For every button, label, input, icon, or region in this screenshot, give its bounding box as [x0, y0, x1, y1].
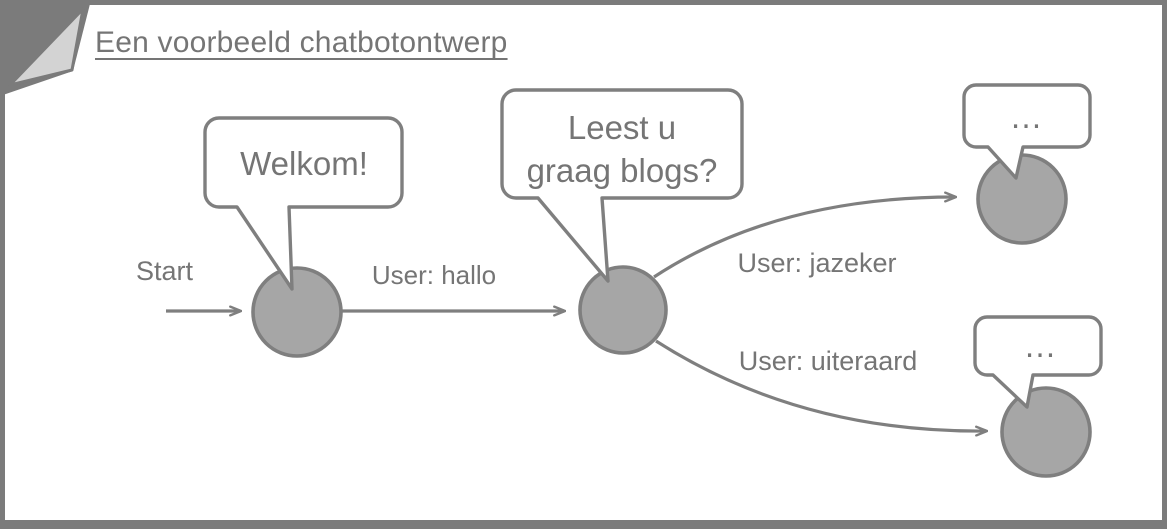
- state-jazeker: [976, 153, 1068, 245]
- speech-bubble-reply-top: [962, 83, 1092, 180]
- bubble-reply-top-text: …: [1010, 98, 1043, 135]
- page-title: Een voorbeeld chatbotontwerp: [95, 26, 508, 59]
- state-uiteraard: [1000, 386, 1092, 478]
- transition-jazeker-label: User: jazeker: [737, 248, 896, 278]
- transition-uiteraard-label: User: uiteraard: [739, 346, 918, 376]
- bubble-question-line2: graag blogs?: [527, 152, 718, 189]
- corner-fold-triangle: [8, 7, 85, 87]
- transition-uiteraard-arrow: [655, 339, 986, 431]
- transition-hallo-label: User: hallo: [372, 260, 496, 290]
- bubble-question-line1: Leest u: [568, 109, 676, 146]
- speech-bubble-question: [500, 88, 744, 283]
- start-label: Start: [136, 256, 194, 286]
- speech-bubble-welkom: [203, 116, 404, 291]
- bubble-reply-bottom-text: …: [1024, 327, 1057, 364]
- speech-bubble-reply-bottom: [973, 315, 1103, 409]
- state-start: [251, 266, 343, 358]
- folded-corner-icon: [0, 0, 91, 96]
- transition-jazeker-arrow: [653, 197, 955, 279]
- state-question: [578, 265, 668, 355]
- bubble-welkom-text: Welkom!: [240, 145, 368, 182]
